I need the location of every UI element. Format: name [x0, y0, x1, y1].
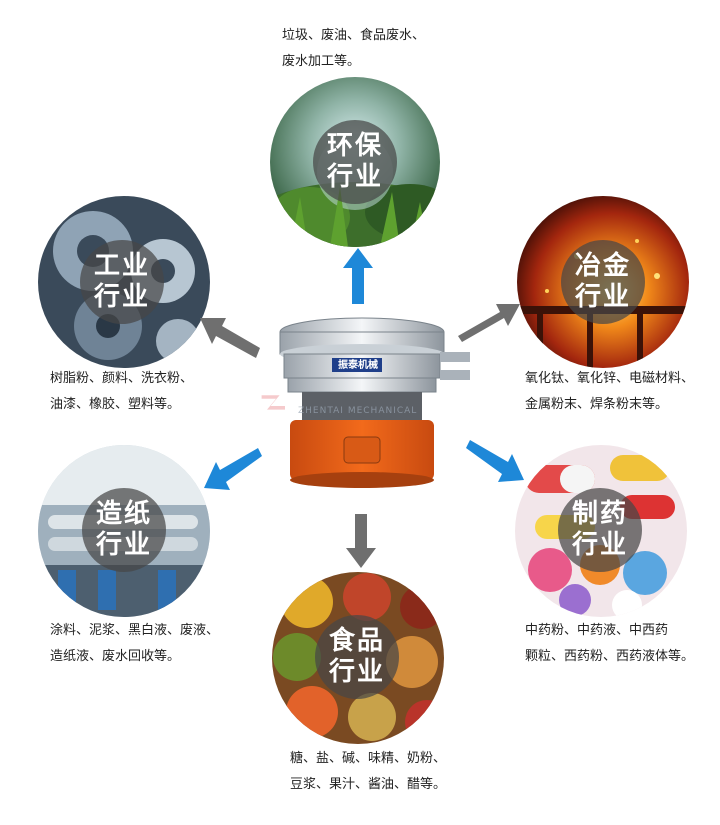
brand-watermark: ZHENTAI MECHANICAL	[258, 384, 468, 428]
arrow-down-icon	[346, 514, 376, 568]
vibrating-sieve-machine	[279, 317, 470, 488]
food-desc-line1: 糖、盐、碱、味精、奶粉、	[290, 751, 447, 766]
industry-title-line2: 行业	[93, 282, 150, 312]
food-title-badge: 食品 行业	[315, 615, 399, 699]
food-title-line2: 行业	[328, 657, 385, 687]
env-title-badge: 环保 行业	[313, 120, 397, 204]
env-title-line2: 行业	[326, 162, 383, 192]
pharma-desc-line1: 中药粉、中药液、中西药	[525, 623, 669, 638]
arrow-up-icon	[343, 248, 373, 304]
machine-nameplate: 振泰机械	[338, 360, 378, 371]
arrow-lower-right-icon	[466, 440, 524, 482]
industry-title-badge: 工业 行业	[80, 240, 164, 324]
metal-description: 氧化钛、氧化锌、电磁材料、 金属粉末、焊条粉末等。	[525, 366, 694, 418]
metal-title-line2: 行业	[574, 282, 631, 312]
food-description: 糖、盐、碱、味精、奶粉、 豆浆、果汁、酱油、醋等。	[290, 746, 446, 798]
paper-description: 涂料、泥浆、黑白液、废液、 造纸液、废水回收等。	[50, 618, 219, 670]
metal-desc-line1: 氧化钛、氧化锌、电磁材料、	[525, 371, 695, 386]
food-desc-line2: 豆浆、果汁、酱油、醋等。	[290, 777, 447, 792]
arrow-upper-left-icon	[200, 318, 260, 358]
env-industry-photo	[270, 77, 440, 247]
pharma-description: 中药粉、中药液、中西药 颗粒、西药粉、西药液体等。	[525, 618, 694, 670]
pharma-title-line1: 制药	[571, 499, 628, 529]
pharma-desc-line2: 颗粒、西药粉、西药液体等。	[525, 649, 695, 664]
pharma-industry-photo	[515, 445, 687, 617]
paper-title-line2: 行业	[95, 530, 152, 560]
paper-desc-line1: 涂料、泥浆、黑白液、废液、	[50, 623, 220, 638]
industry-desc-line1: 树脂粉、颜料、洗衣粉、	[50, 371, 194, 386]
metal-title-line1: 冶金	[574, 251, 631, 281]
watermark-text: ZHENTAI MECHANICAL	[298, 406, 418, 416]
env-description: 垃圾、废油、食品废水、 废水加工等。	[282, 23, 425, 75]
pills-image	[515, 445, 687, 617]
arrow-upper-right-icon	[458, 304, 520, 342]
paper-title-line1: 造纸	[95, 499, 152, 529]
pharma-title-badge: 制药 行业	[558, 488, 642, 572]
forest-globe-image	[270, 77, 440, 247]
brand-logo-icon	[261, 395, 285, 410]
env-desc-line1: 垃圾、废油、食品废水、	[282, 28, 426, 43]
metal-desc-line2: 金属粉末、焊条粉末等。	[525, 397, 669, 412]
env-desc-line2: 废水加工等。	[282, 54, 361, 69]
arrow-lower-left-icon	[204, 448, 262, 490]
env-title-line1: 环保	[326, 131, 383, 161]
metal-title-badge: 冶金 行业	[561, 240, 645, 324]
industry-description: 树脂粉、颜料、洗衣粉、 油漆、橡胶、塑料等。	[50, 366, 193, 418]
industry-title-line1: 工业	[93, 251, 150, 281]
food-title-line1: 食品	[328, 626, 385, 656]
paper-desc-line2: 造纸液、废水回收等。	[50, 649, 181, 664]
industry-desc-line2: 油漆、橡胶、塑料等。	[50, 397, 181, 412]
pharma-title-line2: 行业	[571, 530, 628, 560]
paper-title-badge: 造纸 行业	[82, 488, 166, 572]
